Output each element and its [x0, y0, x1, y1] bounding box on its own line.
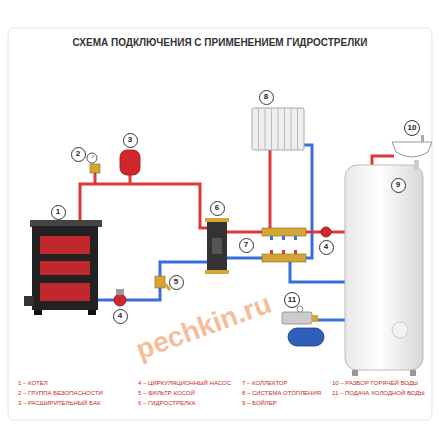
legend-text: 7 – КОЛЛЕКТОР: [242, 380, 287, 387]
callout-text: 5: [174, 278, 178, 286]
legend-text: 1 – КОТЕЛ: [18, 380, 48, 387]
callout-text: 4: [118, 312, 122, 320]
callout-text: 2: [76, 150, 80, 158]
callout-text: 11: [288, 296, 296, 304]
callout-text: 4: [324, 243, 328, 251]
callout-number: 2: [71, 147, 86, 162]
callout-number: 11: [284, 292, 300, 308]
callout-number: 4: [113, 309, 128, 324]
callout-number: 8: [259, 90, 274, 105]
legend-text: 3 – РАСШИРИТЕЛЬНЫЙ БАК: [18, 400, 100, 407]
callout-text: 7: [244, 241, 248, 249]
legend-text: 4 – ЦИРКУЛЯЦИОННЫЙ НАСОС: [138, 380, 231, 387]
diagram-title: СХЕМА ПОДКЛЮЧЕНИЯ С ПРИМЕНЕНИЕМ ГИДРОСТР…: [0, 37, 440, 48]
legend-text: 8 – СИСТЕМА ОТОПЛЕНИЯ: [242, 390, 321, 397]
callout-number: 1: [51, 205, 66, 220]
callout-number: 4: [319, 240, 334, 255]
callout-text: 6: [215, 204, 219, 212]
callout-text: 9: [396, 181, 400, 189]
callout-number: 5: [169, 275, 184, 290]
legend-text: 10 – РАЗБОР ГОРЯЧЕЙ ВОДЫ: [332, 380, 418, 387]
callout-text: 8: [264, 93, 268, 101]
callout-text: 1: [56, 208, 60, 216]
legend-text: 5 – ФИЛЬТР КОСОЙ: [138, 390, 195, 397]
callout-number: 10: [404, 120, 420, 136]
callout-text: 10: [408, 124, 417, 132]
legend-text: 2 – ГРУППА БЕЗОПАСНОСТИ: [18, 390, 103, 397]
callout-number: 3: [123, 133, 138, 148]
legend-text: 11 – ПОДАЧА ХОЛОДНОЙ ВОДЫ: [332, 390, 425, 397]
callout-number: 7: [239, 238, 254, 253]
callout-number: 6: [210, 201, 225, 216]
legend-text: 9 – БОЙЛЕР: [242, 400, 277, 407]
legend-text: 6 – ГИДРОСТРЕЛКА: [138, 400, 195, 407]
callout-text: 3: [128, 136, 132, 144]
callout-number: 9: [391, 178, 406, 193]
